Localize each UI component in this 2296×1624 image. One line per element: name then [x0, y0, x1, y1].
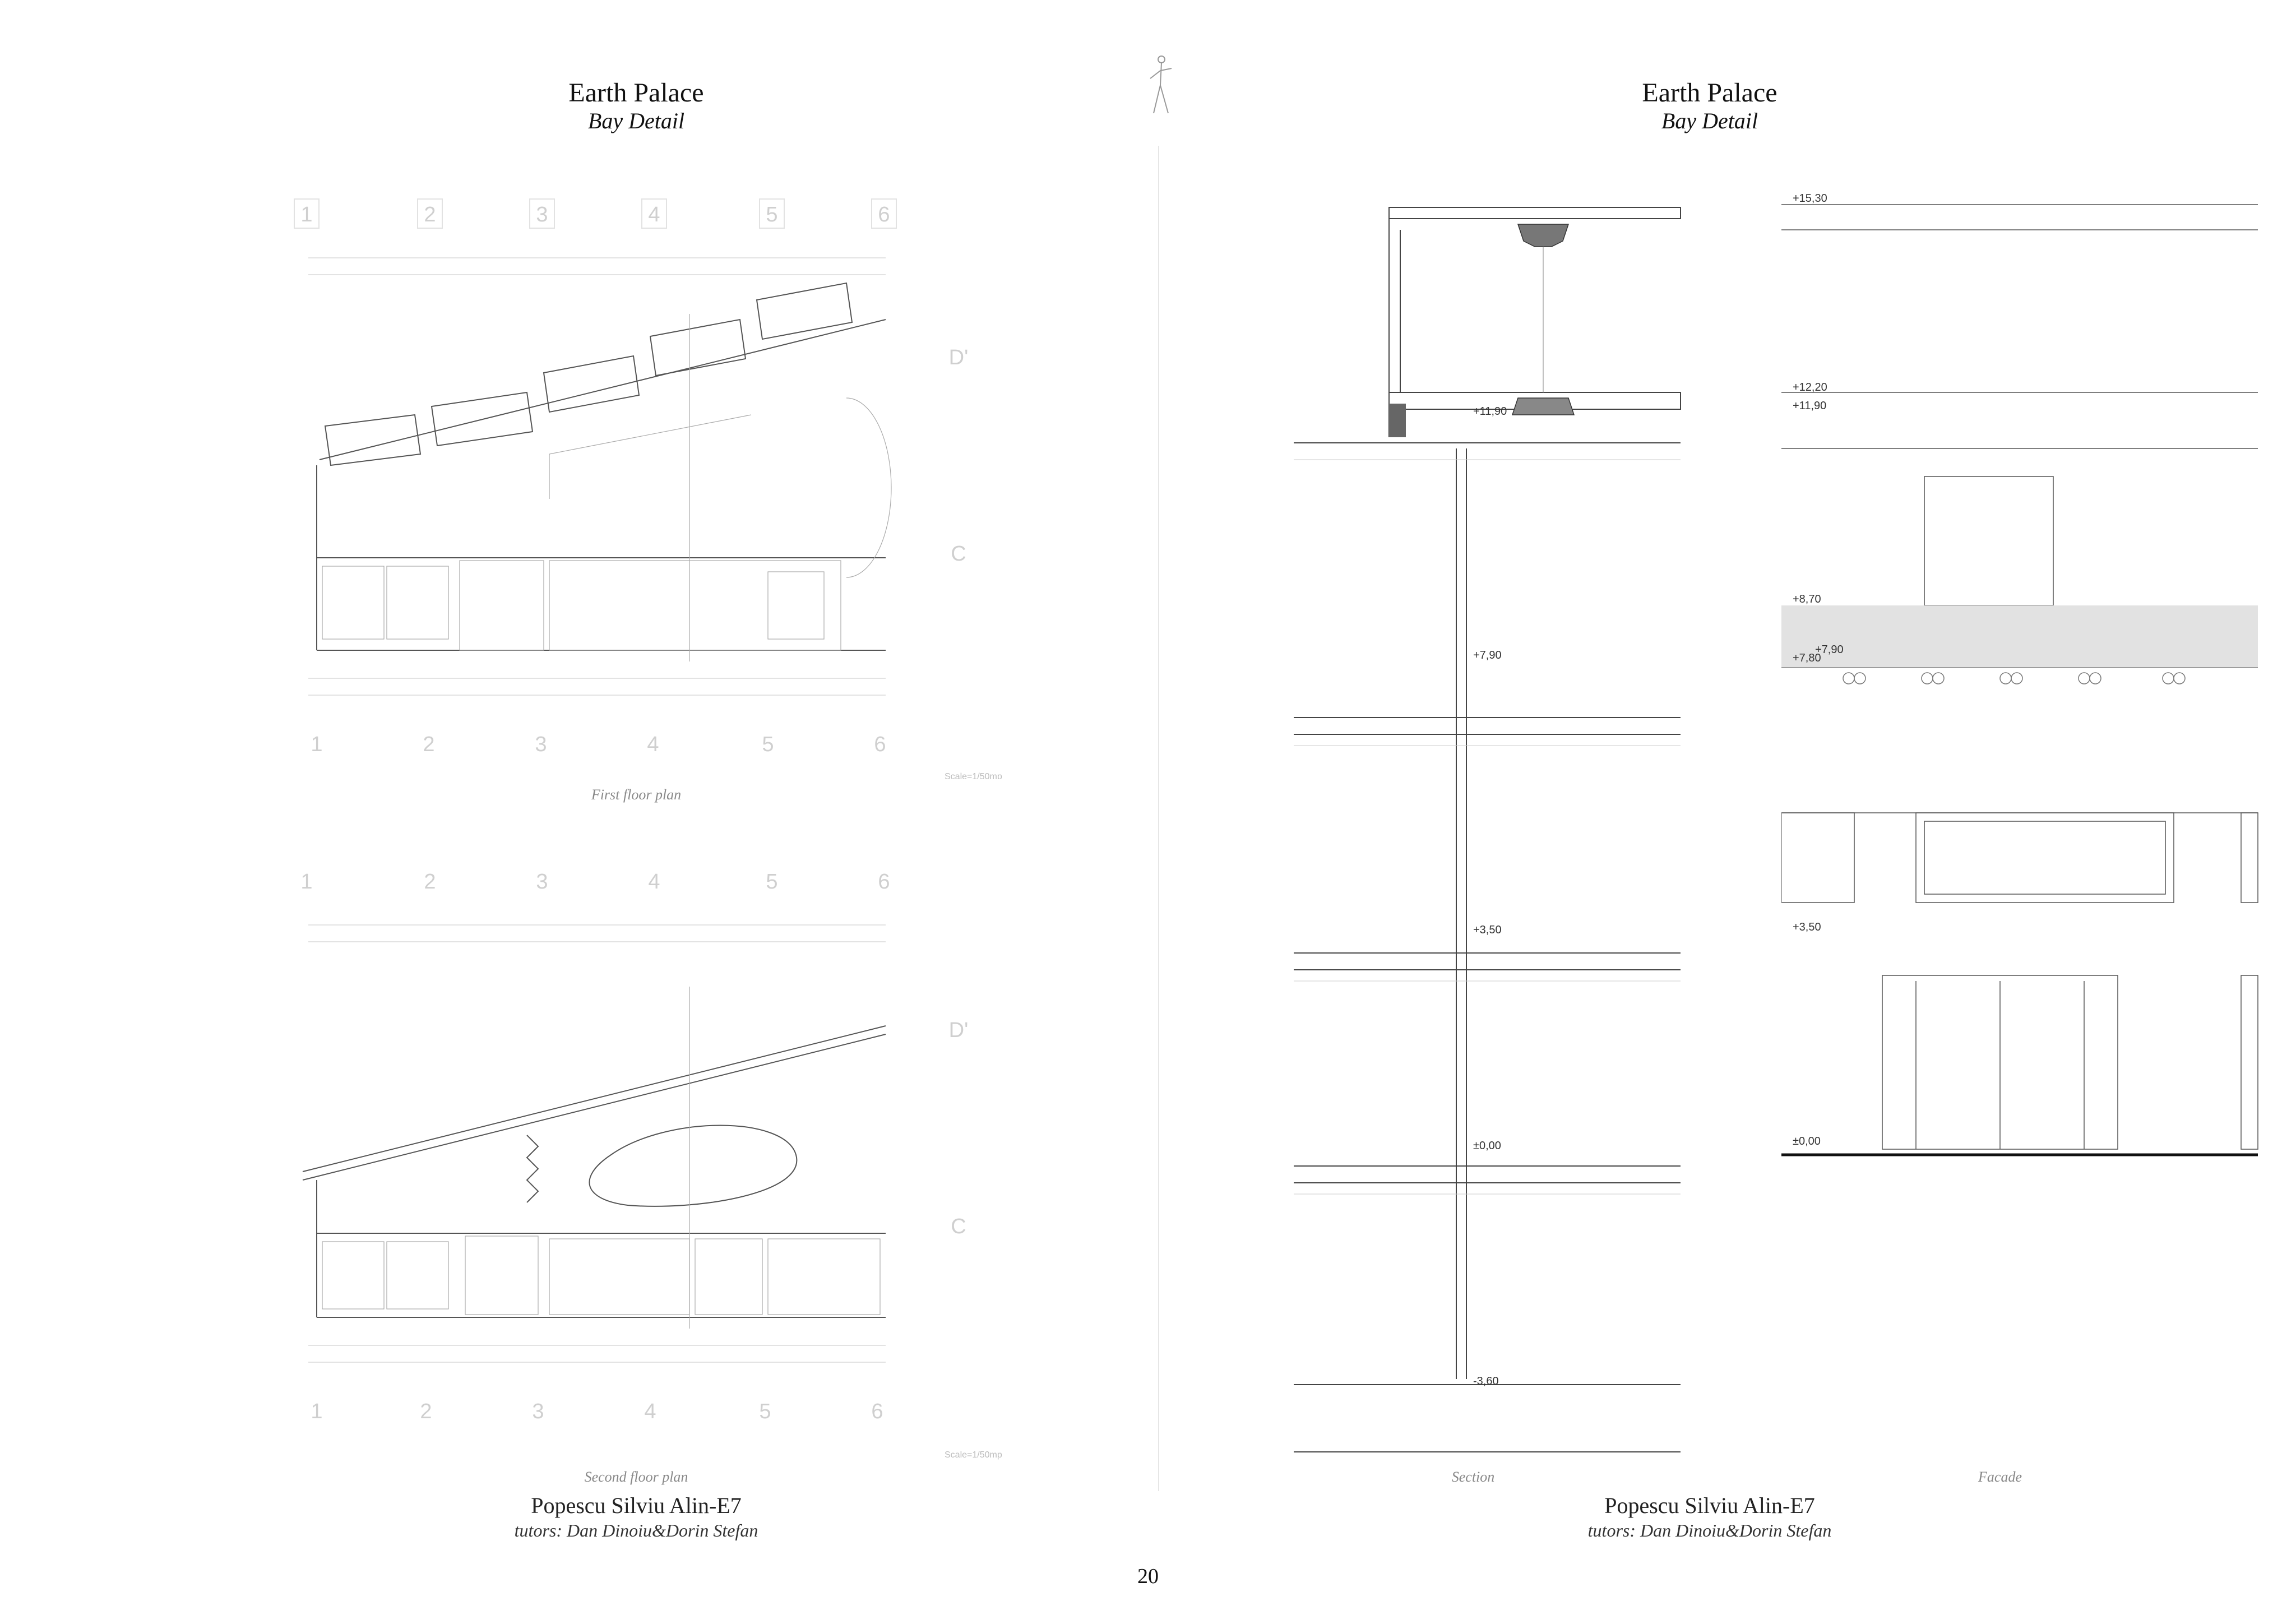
plan1-grid-3: 3: [536, 203, 548, 226]
right-page-subtitle: Bay Detail: [1661, 108, 1758, 133]
plan2-grid-top: 1 2 3 4 5 6: [300, 870, 890, 894]
section-drawing: +11,90 +7,90 +3,50 ±0,00 -3,60: [1294, 207, 1681, 1452]
plan1-scale: Scale=1/50mp: [945, 772, 1002, 779]
facade-level-1190: +11,90: [1793, 400, 1826, 412]
plan2-grid-c-right: C: [951, 1215, 966, 1238]
plan2-grid-2: 2: [424, 870, 436, 894]
left-page: Earth Palace Bay Detail 1 2 3 4 5 6: [294, 78, 1002, 1540]
plan2-grid-4: 4: [648, 870, 660, 894]
facade-level-790: +7,90: [1815, 644, 1844, 656]
plan2-scale: Scale=1/50mp: [945, 1450, 1002, 1460]
facade-level-870: +8,70: [1793, 593, 1821, 605]
facade-level-1530: +15,30: [1793, 192, 1827, 205]
facade-level-1220: +12,20: [1793, 381, 1827, 394]
facade-level-000: ±0,00: [1793, 1135, 1821, 1148]
plan1-grid-5: 5: [766, 203, 777, 226]
facade-level-350: +3,50: [1793, 921, 1821, 933]
plan1-grid-1: 1: [300, 203, 312, 226]
plan1-grid-c-right: C: [951, 542, 966, 566]
page-number: 20: [1137, 1565, 1159, 1588]
section-level-minus360: -3,60: [1473, 1375, 1499, 1387]
section-level-790: +7,90: [1473, 649, 1502, 661]
plan2-grid-3-bottom: 3: [532, 1400, 544, 1423]
left-page-title: Earth Palace: [568, 78, 704, 108]
plan2-grid-5-bottom: 5: [759, 1400, 771, 1423]
first-floor-plan-caption: First floor plan: [591, 786, 682, 803]
plan2-grid-1: 1: [300, 870, 312, 894]
left-page-subtitle: Bay Detail: [587, 108, 685, 133]
plan1-grid-d-right: D': [949, 346, 969, 369]
plan2-grid-1-bottom: 1: [311, 1400, 322, 1423]
section-level-000: ±0,00: [1473, 1140, 1501, 1152]
second-floor-plan-drawing: 1 2 3 4 5 6: [300, 870, 1002, 1460]
plan1-grid-6: 6: [878, 203, 890, 226]
plan2-grid-6-bottom: 6: [871, 1400, 883, 1423]
facade-drawing: +15,30 +12,20 +11,90 +8,70 +7,80 +7,90 +…: [1781, 192, 2258, 1156]
right-tutors: tutors: Dan Dinoiu&Dorin Stefan: [1587, 1520, 1832, 1540]
right-author: Popescu Silviu Alin-E7: [1604, 1493, 1815, 1518]
plan2-grid-6: 6: [878, 870, 890, 894]
first-floor-plan-drawing: 1 2 3 4 5 6: [294, 198, 1002, 779]
plan1-grid-side: D' C D' C: [949, 346, 969, 566]
plan2-grid-side: D' C D' C: [949, 1019, 969, 1238]
plan2-grid-d-right: D': [949, 1019, 969, 1042]
plan2-grid-2-bottom: 2: [420, 1400, 432, 1423]
plan1-grid-top: 1 2 3 4 5 6: [294, 198, 897, 229]
left-tutors: tutors: Dan Dinoiu&Dorin Stefan: [514, 1520, 758, 1540]
section-caption: Section: [1451, 1469, 1495, 1485]
right-page-title: Earth Palace: [1642, 78, 1777, 108]
plan1-grid-bottom: 1 2 3 4 5 6: [311, 733, 886, 756]
facade-level-780: +7,80: [1793, 652, 1821, 664]
plan1-grid-5-bottom: 5: [762, 733, 774, 756]
section-level-1190: +11,90: [1473, 405, 1507, 418]
plan2-grid-5: 5: [766, 870, 777, 894]
plan1-grid-1-bottom: 1: [311, 733, 322, 756]
plan2-grid-bottom: 1 2 3 4 5 6: [311, 1400, 883, 1423]
left-author: Popescu Silviu Alin-E7: [531, 1493, 742, 1518]
plan1-grid-2: 2: [424, 203, 436, 226]
plan1-grid-4: 4: [648, 203, 660, 226]
plan2-grid-3: 3: [536, 870, 548, 894]
right-page: Earth Palace Bay Detail +11,90: [1148, 0, 2296, 1624]
plan1-grid-2-bottom: 2: [423, 733, 434, 756]
plan2-grid-4-bottom: 4: [644, 1400, 656, 1423]
facade-caption: Facade: [1978, 1469, 2022, 1485]
plan1-grid-3-bottom: 3: [535, 733, 547, 756]
plan1-grid-4-bottom: 4: [647, 733, 659, 756]
section-level-350: +3,50: [1473, 924, 1502, 936]
plan1-grid-6-bottom: 6: [874, 733, 886, 756]
page-gutter: [1158, 146, 1159, 1491]
figure-emblem-icon: [1150, 55, 1172, 114]
second-floor-plan-caption: Second floor plan: [584, 1469, 688, 1485]
